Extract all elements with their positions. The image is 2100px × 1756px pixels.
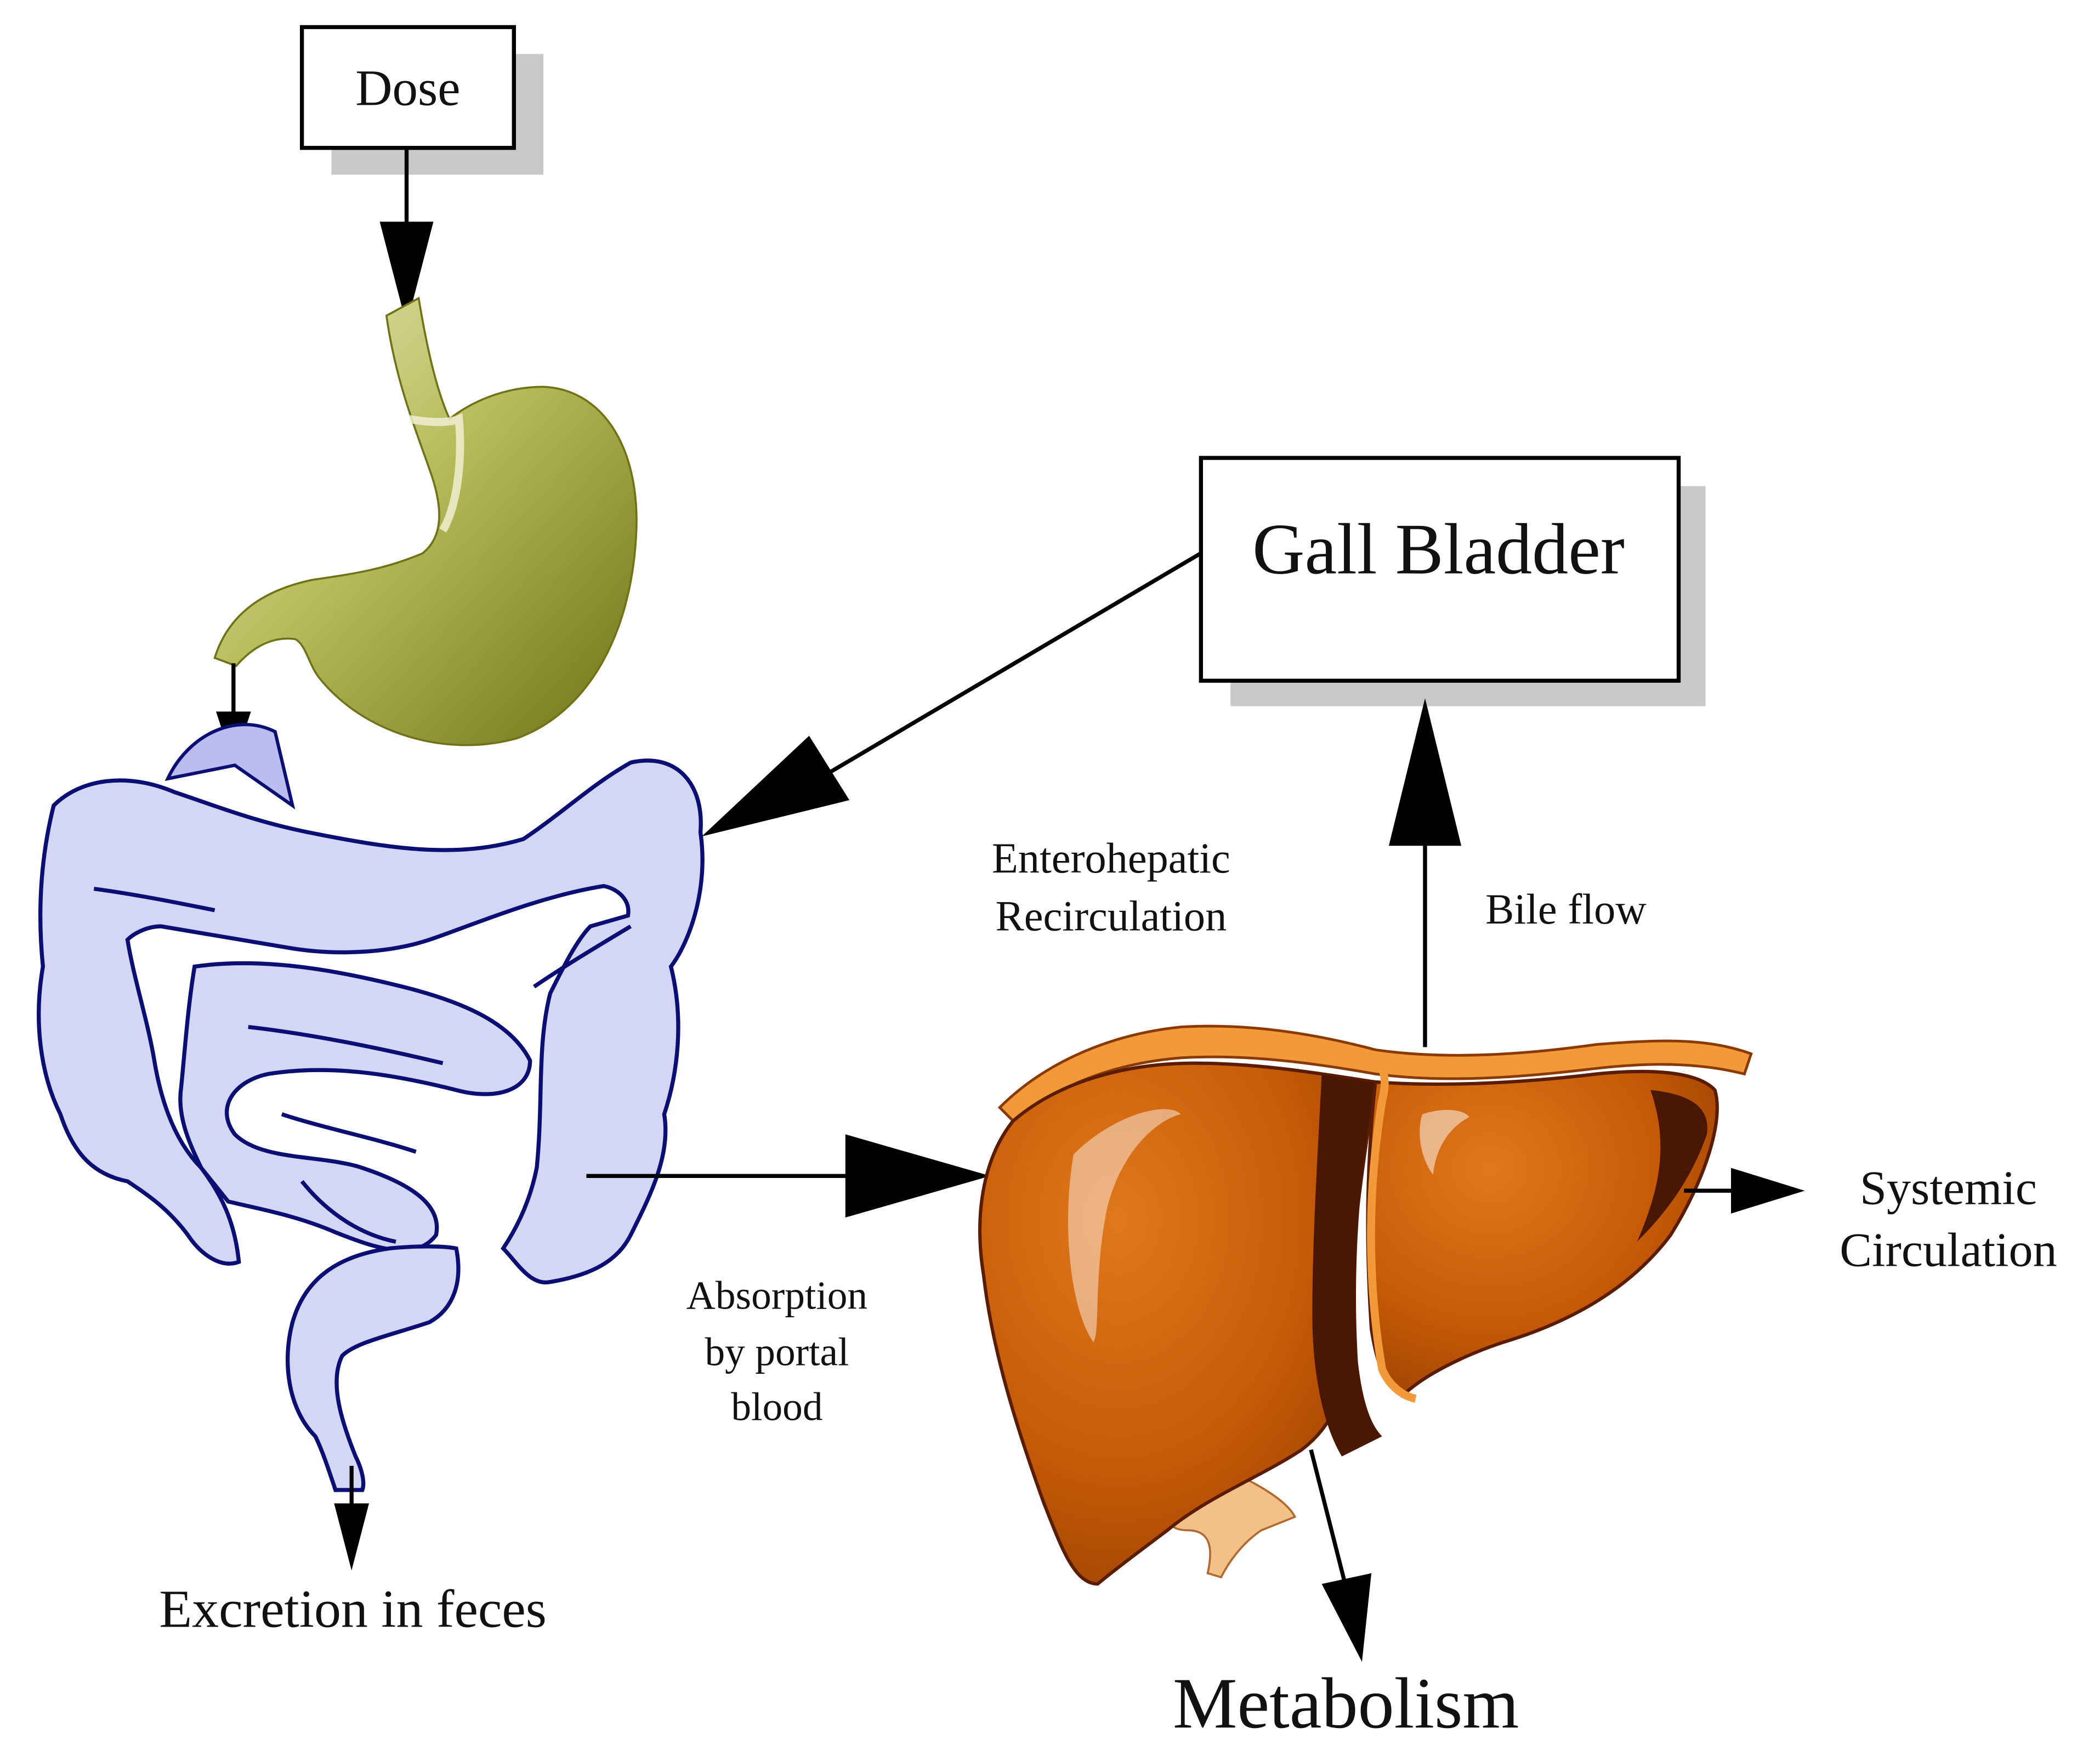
arrow-systemic — [1684, 1168, 1805, 1214]
absorption-line-3: blood — [731, 1385, 822, 1429]
enterohepatic-line-2: Recirculation — [995, 892, 1227, 939]
metabolism-label: Metabolism — [1173, 1663, 1519, 1743]
dose-label: Dose — [355, 60, 460, 116]
systemic-line-1: Systemic — [1860, 1162, 2037, 1215]
absorption-line-2: by portal — [705, 1329, 849, 1374]
stomach-illustration — [213, 296, 638, 746]
arrow-absorption — [586, 1134, 991, 1218]
arrow-excretion — [334, 1465, 370, 1571]
enterohepatic-line-1: Enterohepatic — [992, 834, 1230, 882]
systemic-line-2: Circulation — [1840, 1223, 2057, 1277]
systemic-label: Systemic Circulation — [1840, 1162, 2057, 1277]
gall-bladder-box: Gall Bladder — [1199, 456, 1706, 706]
arrow-dose-to-stomach — [379, 148, 434, 325]
absorption-label: Absorption by portal blood — [686, 1273, 867, 1429]
arrow-metabolism — [1309, 1449, 1372, 1662]
excretion-label: Excretion in feces — [159, 1580, 547, 1639]
absorption-line-1: Absorption — [686, 1273, 867, 1318]
arrow-gall-bladder-to-intestine — [701, 551, 1202, 837]
intestine-illustration — [37, 723, 705, 1492]
gall-bladder-label: Gall Bladder — [1252, 508, 1625, 589]
bile-flow-label: Bile flow — [1485, 885, 1647, 933]
arrow-bile-flow — [1388, 698, 1462, 1047]
dose-box: Dose — [299, 25, 544, 175]
enterohepatic-label: Enterohepatic Recirculation — [992, 834, 1230, 939]
liver-illustration — [978, 1024, 1753, 1586]
